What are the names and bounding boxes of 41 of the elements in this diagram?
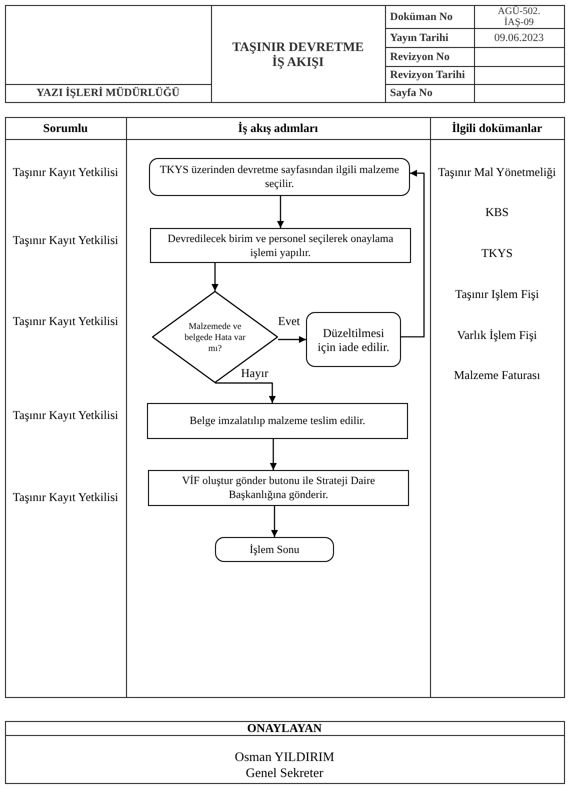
arrow bbox=[271, 506, 278, 537]
process-box: Belge imzalatılıp malzeme teslim edilir. bbox=[147, 403, 408, 439]
department-name: YAZI İŞLERİ MÜDÜRLÜĞÜ bbox=[36, 87, 180, 99]
column-header: Sorumlu bbox=[43, 122, 88, 134]
field-label: Revizyon Tarihi bbox=[390, 69, 465, 81]
arrow bbox=[270, 439, 277, 470]
role-label: Taşınır Kayıt Yetkilisi bbox=[12, 408, 118, 422]
rounded-process-box: Düzeltilmesi için iade edilir. bbox=[306, 312, 401, 367]
role-label: Taşınır Kayıt Yetkilisi bbox=[12, 234, 118, 246]
document-title: TAŞINIR DEVRETME İŞ AKIŞI bbox=[231, 38, 365, 68]
rounded-process-box: TKYS üzerinden devretme sayfasından ilgili malzeme seçilir. bbox=[149, 158, 410, 196]
arrow bbox=[278, 336, 306, 343]
document-name: KBS bbox=[485, 206, 509, 218]
document-name: Malzeme Faturası bbox=[454, 368, 540, 382]
arrow bbox=[401, 170, 425, 338]
role-label: Taşınır Kayıt Yetkilisi bbox=[12, 490, 118, 504]
edge-label: Hayır bbox=[240, 367, 270, 380]
field-label: Revizyon No bbox=[390, 50, 450, 62]
document-name: Varlık İşlem Fişi bbox=[457, 328, 537, 342]
signatory-name: Osman YILDIRIM bbox=[234, 750, 334, 764]
edge-label: Evet bbox=[277, 315, 301, 328]
field-value: AGÜ-502. İAŞ-09 bbox=[496, 6, 542, 28]
arrow bbox=[212, 263, 218, 291]
rounded-process-box: İşlem Sonu bbox=[215, 537, 334, 562]
document-name: Taşınır Işlem Fişi bbox=[455, 288, 539, 300]
process-box: VİF oluştur gönder butonu ile Strateji Daire Başkanlığına gönderir. bbox=[148, 470, 409, 506]
column-header: İş akış adımları bbox=[238, 122, 318, 134]
approval-header: ONAYLAYAN bbox=[247, 722, 322, 734]
arrow bbox=[277, 196, 284, 228]
signatory-title: Genel Sekreter bbox=[246, 766, 324, 780]
role-label: Taşınır Kayıt Yetkilisi bbox=[12, 166, 118, 178]
field-label: Yayın Tarihi bbox=[390, 32, 448, 44]
role-label: Taşınır Kayıt Yetkilisi bbox=[12, 314, 118, 328]
column-header: İlgili dokümanlar bbox=[452, 122, 542, 134]
document-name: TKYS bbox=[481, 246, 513, 260]
field-value: 09.06.2023 bbox=[494, 32, 544, 44]
arrow bbox=[215, 382, 276, 403]
field-label: Sayfa No bbox=[390, 87, 432, 99]
field-label: Doküman No bbox=[390, 10, 453, 22]
document-name: Taşınır Mal Yönetmeliği bbox=[438, 166, 556, 178]
process-box: Devredilecek birim ve personel seçilerek onaylama işlemi yapılır. bbox=[150, 228, 411, 263]
